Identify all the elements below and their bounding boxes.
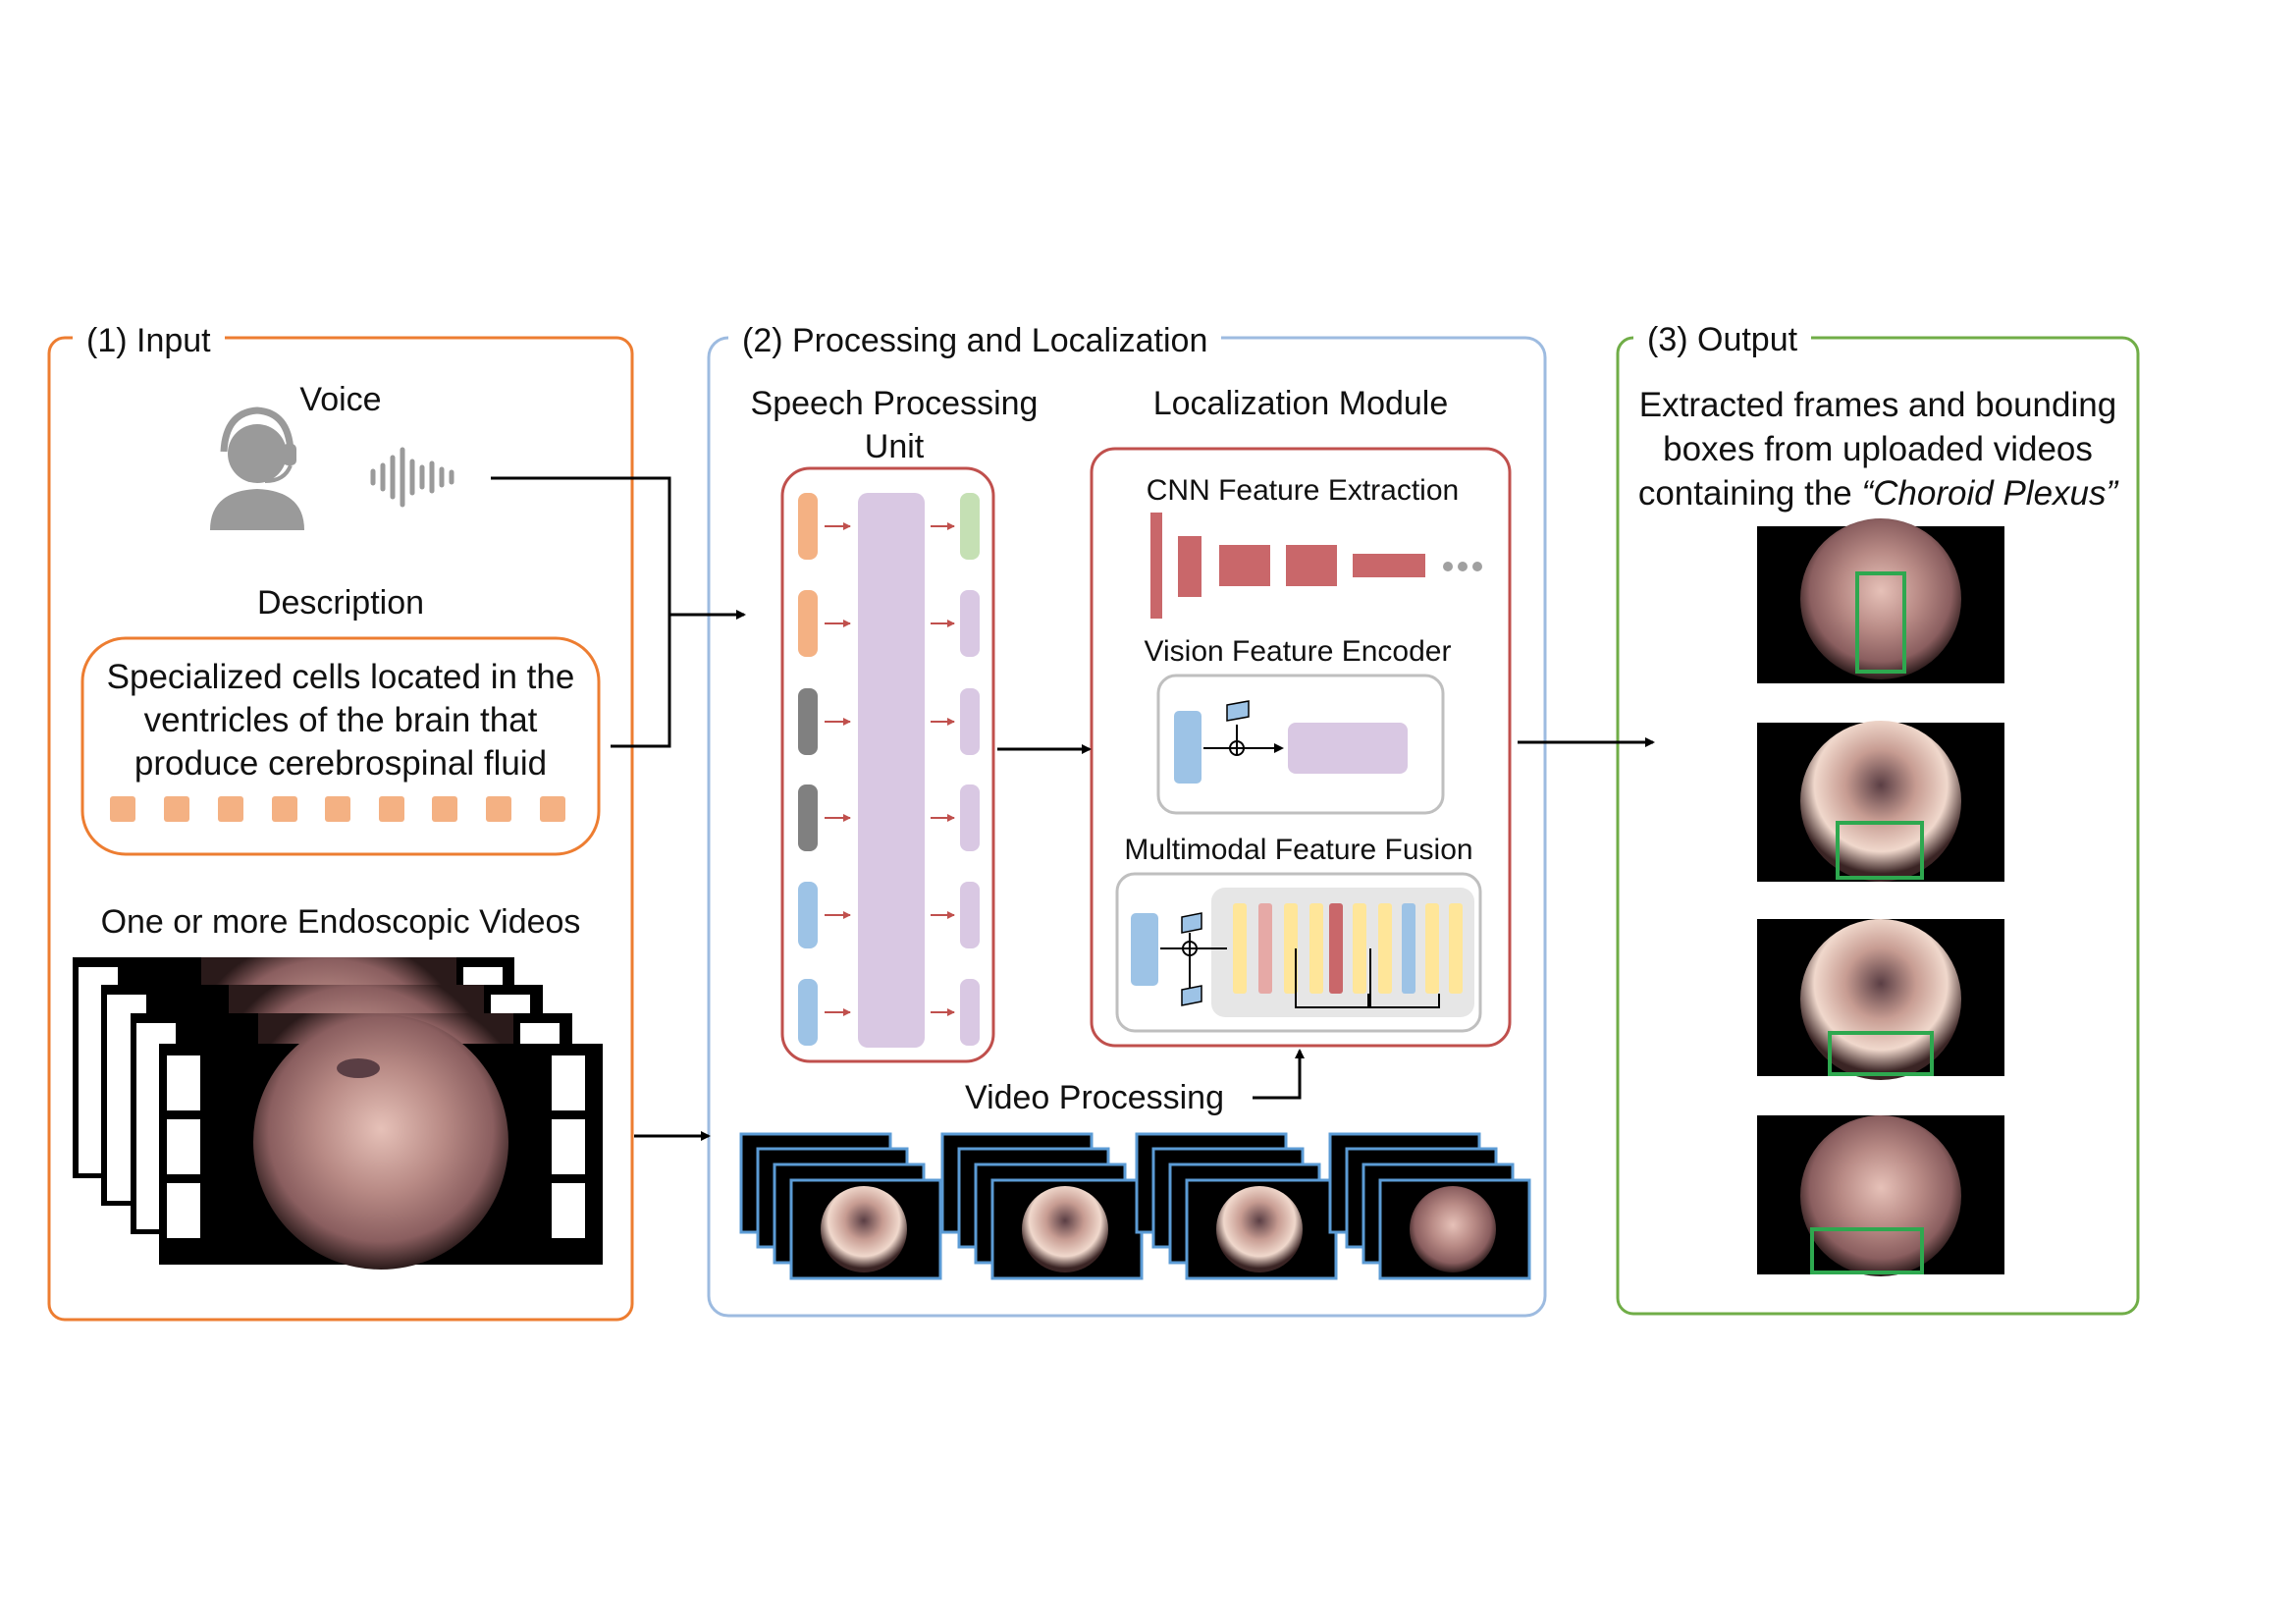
sound-wave-icon	[370, 447, 454, 508]
description-label: Description	[256, 584, 425, 622]
frame-stack-1	[739, 1132, 942, 1280]
film-strip-icon	[159, 1014, 603, 1270]
output-frame-4	[1757, 1115, 2004, 1276]
text-embedding-icon	[1181, 912, 1202, 934]
positional-embedding-icon	[1226, 700, 1250, 722]
input-panel-title: (1) Input	[73, 321, 225, 360]
fusion-layers	[1233, 903, 1463, 994]
localization-module-label: Localization Module	[1152, 385, 1449, 422]
output-text-line3-italic: “Choroid Plexus”	[1861, 474, 2118, 513]
speech-output-tokens	[960, 493, 980, 1046]
bounding-box	[1828, 1031, 1934, 1076]
description-box	[80, 636, 601, 856]
output-text-line2: boxes from uploaded videos	[1663, 430, 2093, 468]
fusion-input-block	[1131, 913, 1158, 986]
description-connector	[611, 615, 671, 748]
output-frame-3	[1757, 919, 2004, 1080]
description-tokens	[110, 796, 565, 822]
video-processing-label: Video Processing	[965, 1079, 1224, 1116]
output-panel	[1616, 336, 2140, 1316]
voice-connector	[491, 476, 671, 615]
frame-stack-3	[1135, 1132, 1338, 1280]
videos-label: One or more Endoscopic Videos	[100, 903, 581, 941]
output-text-line1: Extracted frames and bounding	[1638, 386, 2117, 424]
plus-circle-icon	[1182, 941, 1198, 956]
speech-unit-label: Speech Processing Unit	[750, 385, 1039, 465]
output-description: Extracted frames and bounding boxes from…	[1628, 383, 2128, 515]
bounding-box	[1855, 571, 1906, 674]
voice-label: Voice	[299, 381, 382, 418]
flow-arrows	[491, 476, 1655, 1141]
ellipsis-icon	[1443, 562, 1482, 571]
endoscopic-video-stack	[73, 957, 603, 1270]
cnn-layers	[1150, 513, 1425, 619]
output-text-line3-prefix: containing the	[1637, 474, 1862, 513]
input-panel	[47, 336, 634, 1322]
frame-stack-4	[1328, 1132, 1531, 1280]
bounding-box	[1836, 821, 1924, 880]
cnn-label: CNN Feature Extraction	[1146, 474, 1460, 507]
plus-circle-icon	[1229, 740, 1245, 756]
person-headset-icon	[210, 406, 304, 530]
processing-panel-title: (2) Processing and Localization	[728, 321, 1222, 360]
output-frame-1	[1757, 518, 2004, 683]
vision-encoder-label: Vision Feature Encoder	[1144, 635, 1452, 668]
speech-encoder-block	[858, 493, 925, 1048]
query-embedding-icon	[1181, 985, 1202, 1006]
video-processing-stacks	[739, 1132, 1531, 1280]
speech-processing-unit-box	[780, 466, 995, 1063]
output-frame-2	[1757, 721, 2004, 882]
vision-input-block	[1174, 711, 1201, 784]
vision-output-block	[1288, 723, 1408, 774]
description-text: Specialized cells located in the ventric…	[106, 658, 575, 783]
frame-stack-2	[940, 1132, 1144, 1280]
speech-input-tokens	[798, 493, 818, 1046]
fusion-label: Multimodal Feature Fusion	[1124, 834, 1473, 866]
bounding-box	[1810, 1227, 1924, 1274]
speech-token-arrows	[825, 522, 955, 1016]
output-frames	[1757, 518, 2004, 1276]
video-processing-to-localization-arrow	[1253, 1049, 1305, 1100]
localization-module-box	[1090, 447, 1512, 1048]
output-panel-title: (3) Output	[1633, 320, 1812, 359]
